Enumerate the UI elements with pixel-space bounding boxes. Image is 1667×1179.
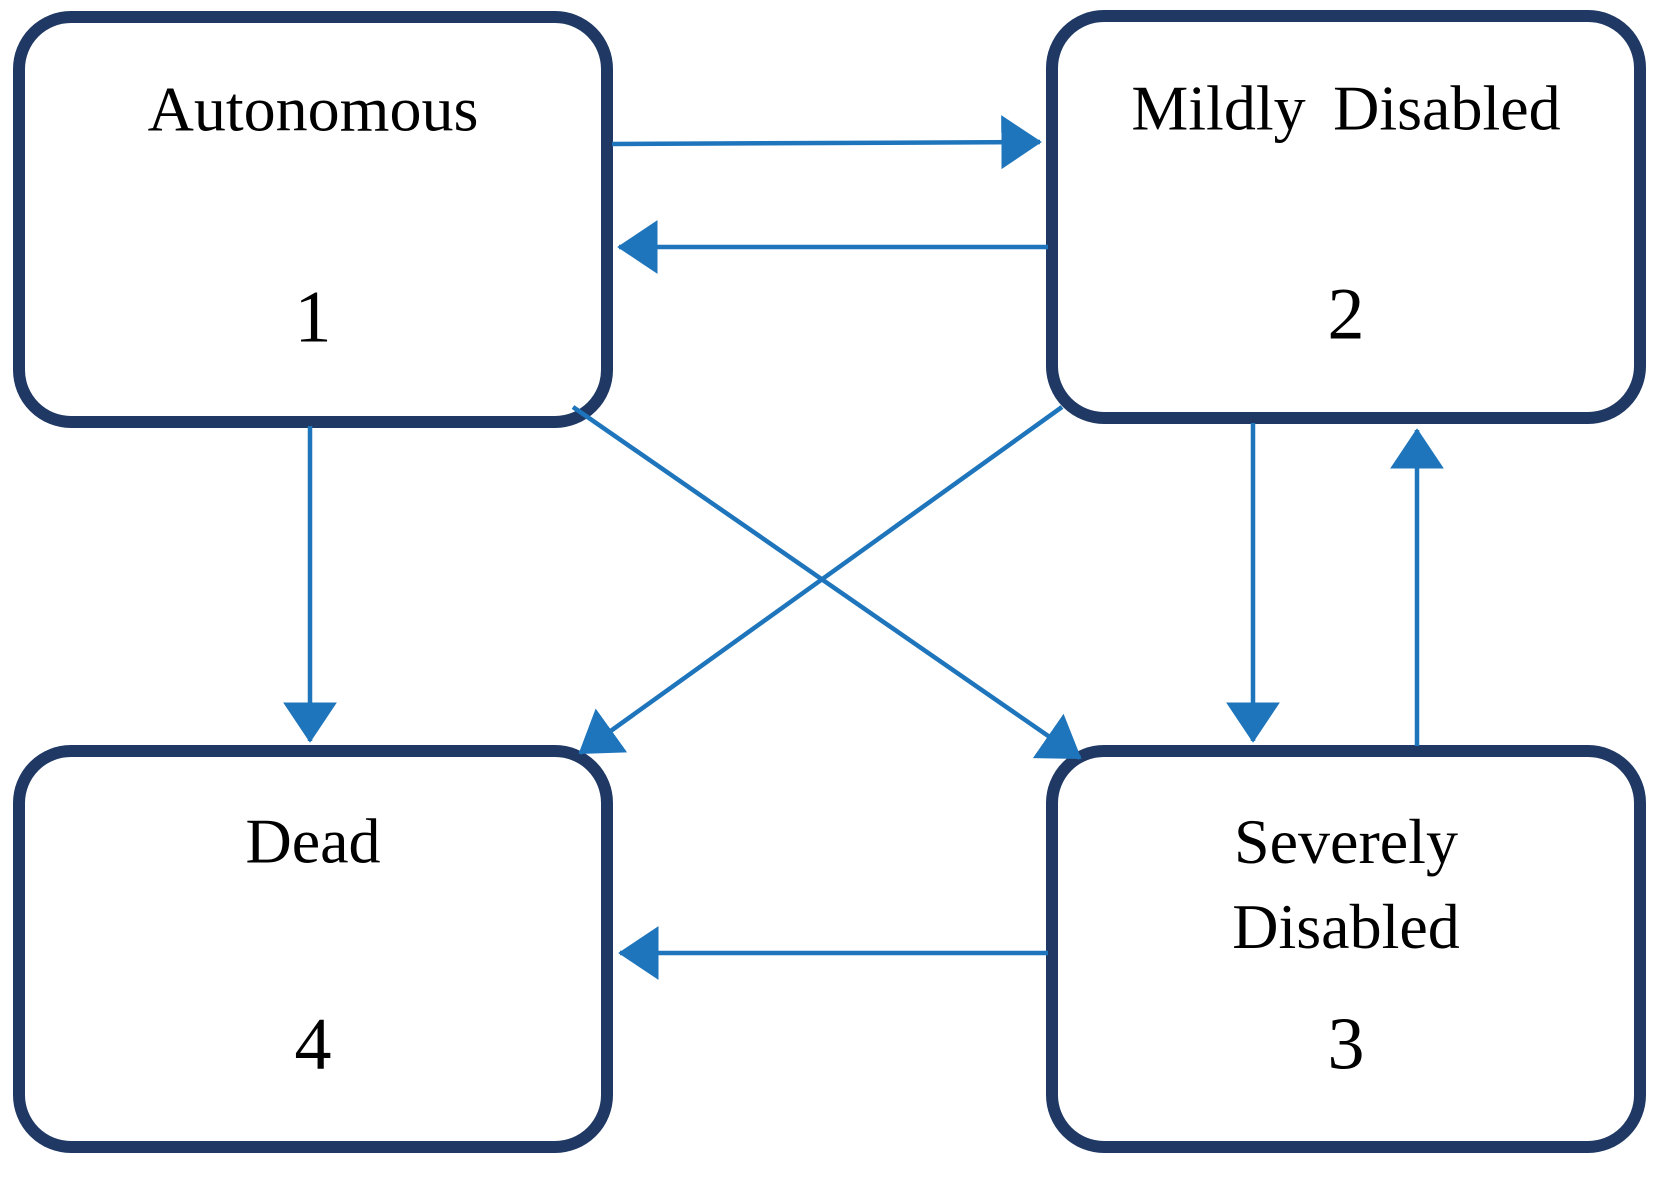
state-label-text-line2: Disabled	[1232, 890, 1460, 962]
state-label-severely-disabled: Severely Disabled	[1058, 799, 1634, 969]
arrow-autonomous-to-severely-disabled	[571, 405, 1082, 760]
state-label-dead: Dead	[25, 799, 601, 884]
state-label-autonomous: Autonomous	[25, 67, 601, 152]
state-label-text: Autonomous	[147, 73, 479, 145]
state-box-autonomous: Autonomous 1	[13, 11, 613, 428]
state-number-1: 1	[294, 276, 332, 359]
state-label-text-line1: Severely	[1234, 805, 1458, 877]
state-box-dead: Dead 4	[13, 745, 613, 1153]
state-label-mildly-disabled: Mildly Disabled	[1058, 65, 1634, 150]
state-number-2: 2	[1327, 273, 1365, 355]
state-label-text: Mildly Disabled	[1131, 72, 1561, 144]
state-label-text: Dead	[245, 805, 381, 877]
state-box-mildly-disabled: Mildly Disabled 2	[1046, 10, 1646, 424]
state-number-3: 3	[1327, 1003, 1365, 1086]
state-number-4: 4	[294, 1003, 332, 1086]
state-box-severely-disabled: Severely Disabled 3	[1046, 745, 1646, 1153]
arrow-autonomous-to-mildly-disabled	[611, 115, 1042, 170]
arrow-mildly-disabled-to-dead	[578, 405, 1064, 755]
